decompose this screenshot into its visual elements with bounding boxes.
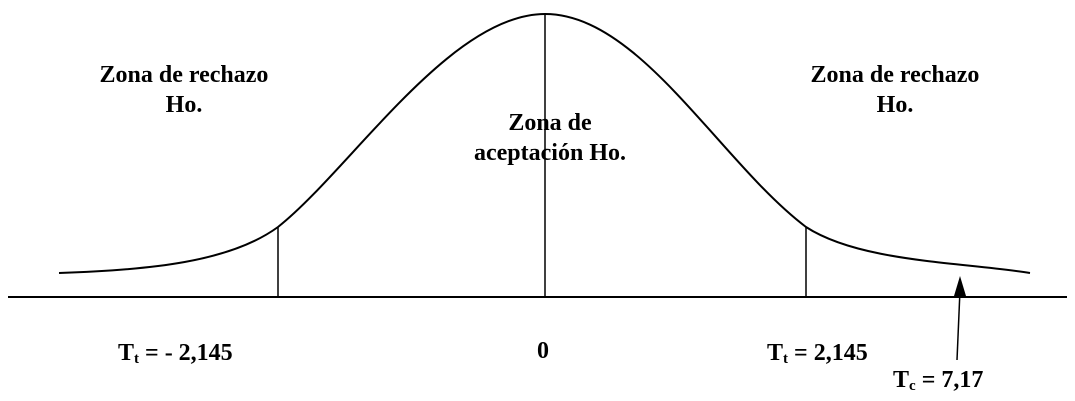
zero-label: 0 — [537, 338, 549, 364]
acceptance-zone-line1: Zona de — [508, 110, 592, 136]
left-critical-symbol: T — [118, 340, 135, 366]
test-statistic-arrow-head — [954, 276, 966, 296]
right-rejection-zone-label: Zona de rechazo Ho. — [775, 60, 1015, 120]
right-critical-number: = 2,145 — [788, 340, 868, 366]
left-rejection-zone-label: Zona de rechazo Ho. — [64, 60, 304, 120]
test-statistic-subscript: c — [909, 378, 916, 394]
test-statistic-symbol: T — [893, 367, 910, 393]
test-statistic-number: = 7,17 — [915, 367, 984, 393]
left-critical-number: = - 2,145 — [139, 340, 233, 366]
right-critical-symbol: T — [767, 340, 784, 366]
right-rejection-zone-line2: Ho. — [876, 92, 914, 118]
left-rejection-zone-line1: Zona de rechazo — [99, 62, 269, 88]
acceptance-zone-label: Zona de aceptación Ho. — [425, 108, 675, 168]
acceptance-zone-line2: aceptación Ho. — [474, 140, 626, 166]
left-critical-subscript: t — [134, 351, 140, 367]
right-critical-subscript: t — [783, 351, 789, 367]
test-statistic-label: Tc = 7,17 — [893, 365, 983, 401]
right-critical-value: Tt = 2,145 — [767, 338, 868, 374]
left-rejection-zone-line2: Ho. — [165, 92, 203, 118]
right-rejection-zone-line1: Zona de rechazo — [810, 62, 980, 88]
left-critical-value: Tt = - 2,145 — [118, 338, 233, 374]
test-statistic-arrow-shaft — [956, 289, 961, 361]
